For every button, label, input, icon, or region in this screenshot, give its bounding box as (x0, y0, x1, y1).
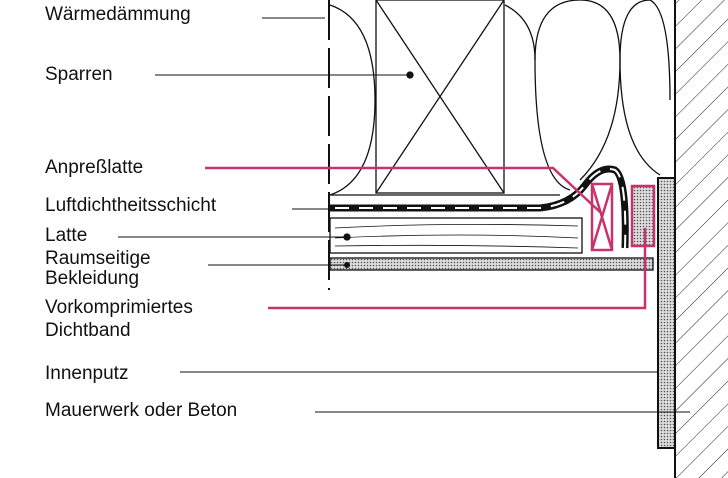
label-airtight-layer: Luftdichtheitsschicht (45, 195, 217, 216)
insulation (329, 0, 671, 196)
highlight-leaders (205, 166, 647, 310)
label-sealing-tape-1: Vorkomprimiertes (45, 297, 193, 318)
label-wall: Mauerwerk oder Beton (45, 400, 238, 421)
label-sealing-tape-2: Dichtband (45, 320, 131, 341)
label-pressure-batten: Anpreßlatte (45, 157, 144, 178)
rafter (375, 0, 505, 194)
label-cladding-1: Raumseitige (45, 248, 151, 269)
label-rafter: Sparren (45, 64, 113, 85)
label-cladding-2: Bekleidung (45, 268, 140, 289)
pressure-batten (590, 182, 614, 252)
batten (329, 217, 583, 254)
interior-cladding (329, 257, 654, 271)
label-insulation: Wärmedämmung (45, 4, 191, 25)
sealing-tape (630, 184, 656, 248)
label-plaster: Innenputz (45, 363, 129, 384)
label-batten: Latte (45, 225, 88, 246)
interior-plaster (657, 177, 676, 449)
leader-lines (118, 17, 690, 413)
masonry-wall (674, 0, 728, 478)
